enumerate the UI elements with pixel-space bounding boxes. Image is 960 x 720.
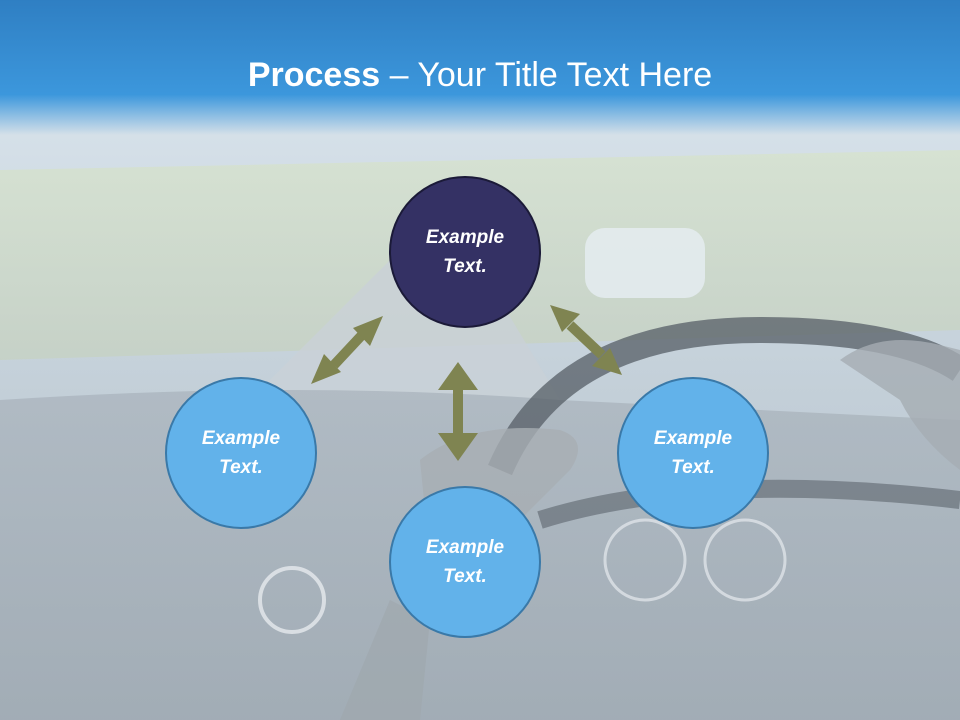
double-arrow-left (311, 316, 383, 384)
double-arrow-center (438, 362, 478, 461)
title-band (0, 0, 960, 135)
title-dash: – (380, 56, 418, 94)
slide-title: Process – Your Title Text Here (0, 54, 960, 96)
double-arrow-right (550, 305, 622, 375)
node-right-line1: Example (653, 428, 733, 449)
node-bottom-line2: Text. (443, 566, 487, 587)
node-top-line2: Text. (443, 256, 487, 277)
title-bold: Process (247, 56, 381, 94)
node-left-line2: Text. (219, 457, 263, 478)
node-left-line1: Example (201, 428, 281, 449)
node-top-line1: Example (425, 227, 505, 248)
node-bottom-line1: Example (425, 537, 505, 558)
title-text: Your Title Text Here (417, 56, 713, 94)
node-right-line2: Text. (671, 457, 715, 478)
